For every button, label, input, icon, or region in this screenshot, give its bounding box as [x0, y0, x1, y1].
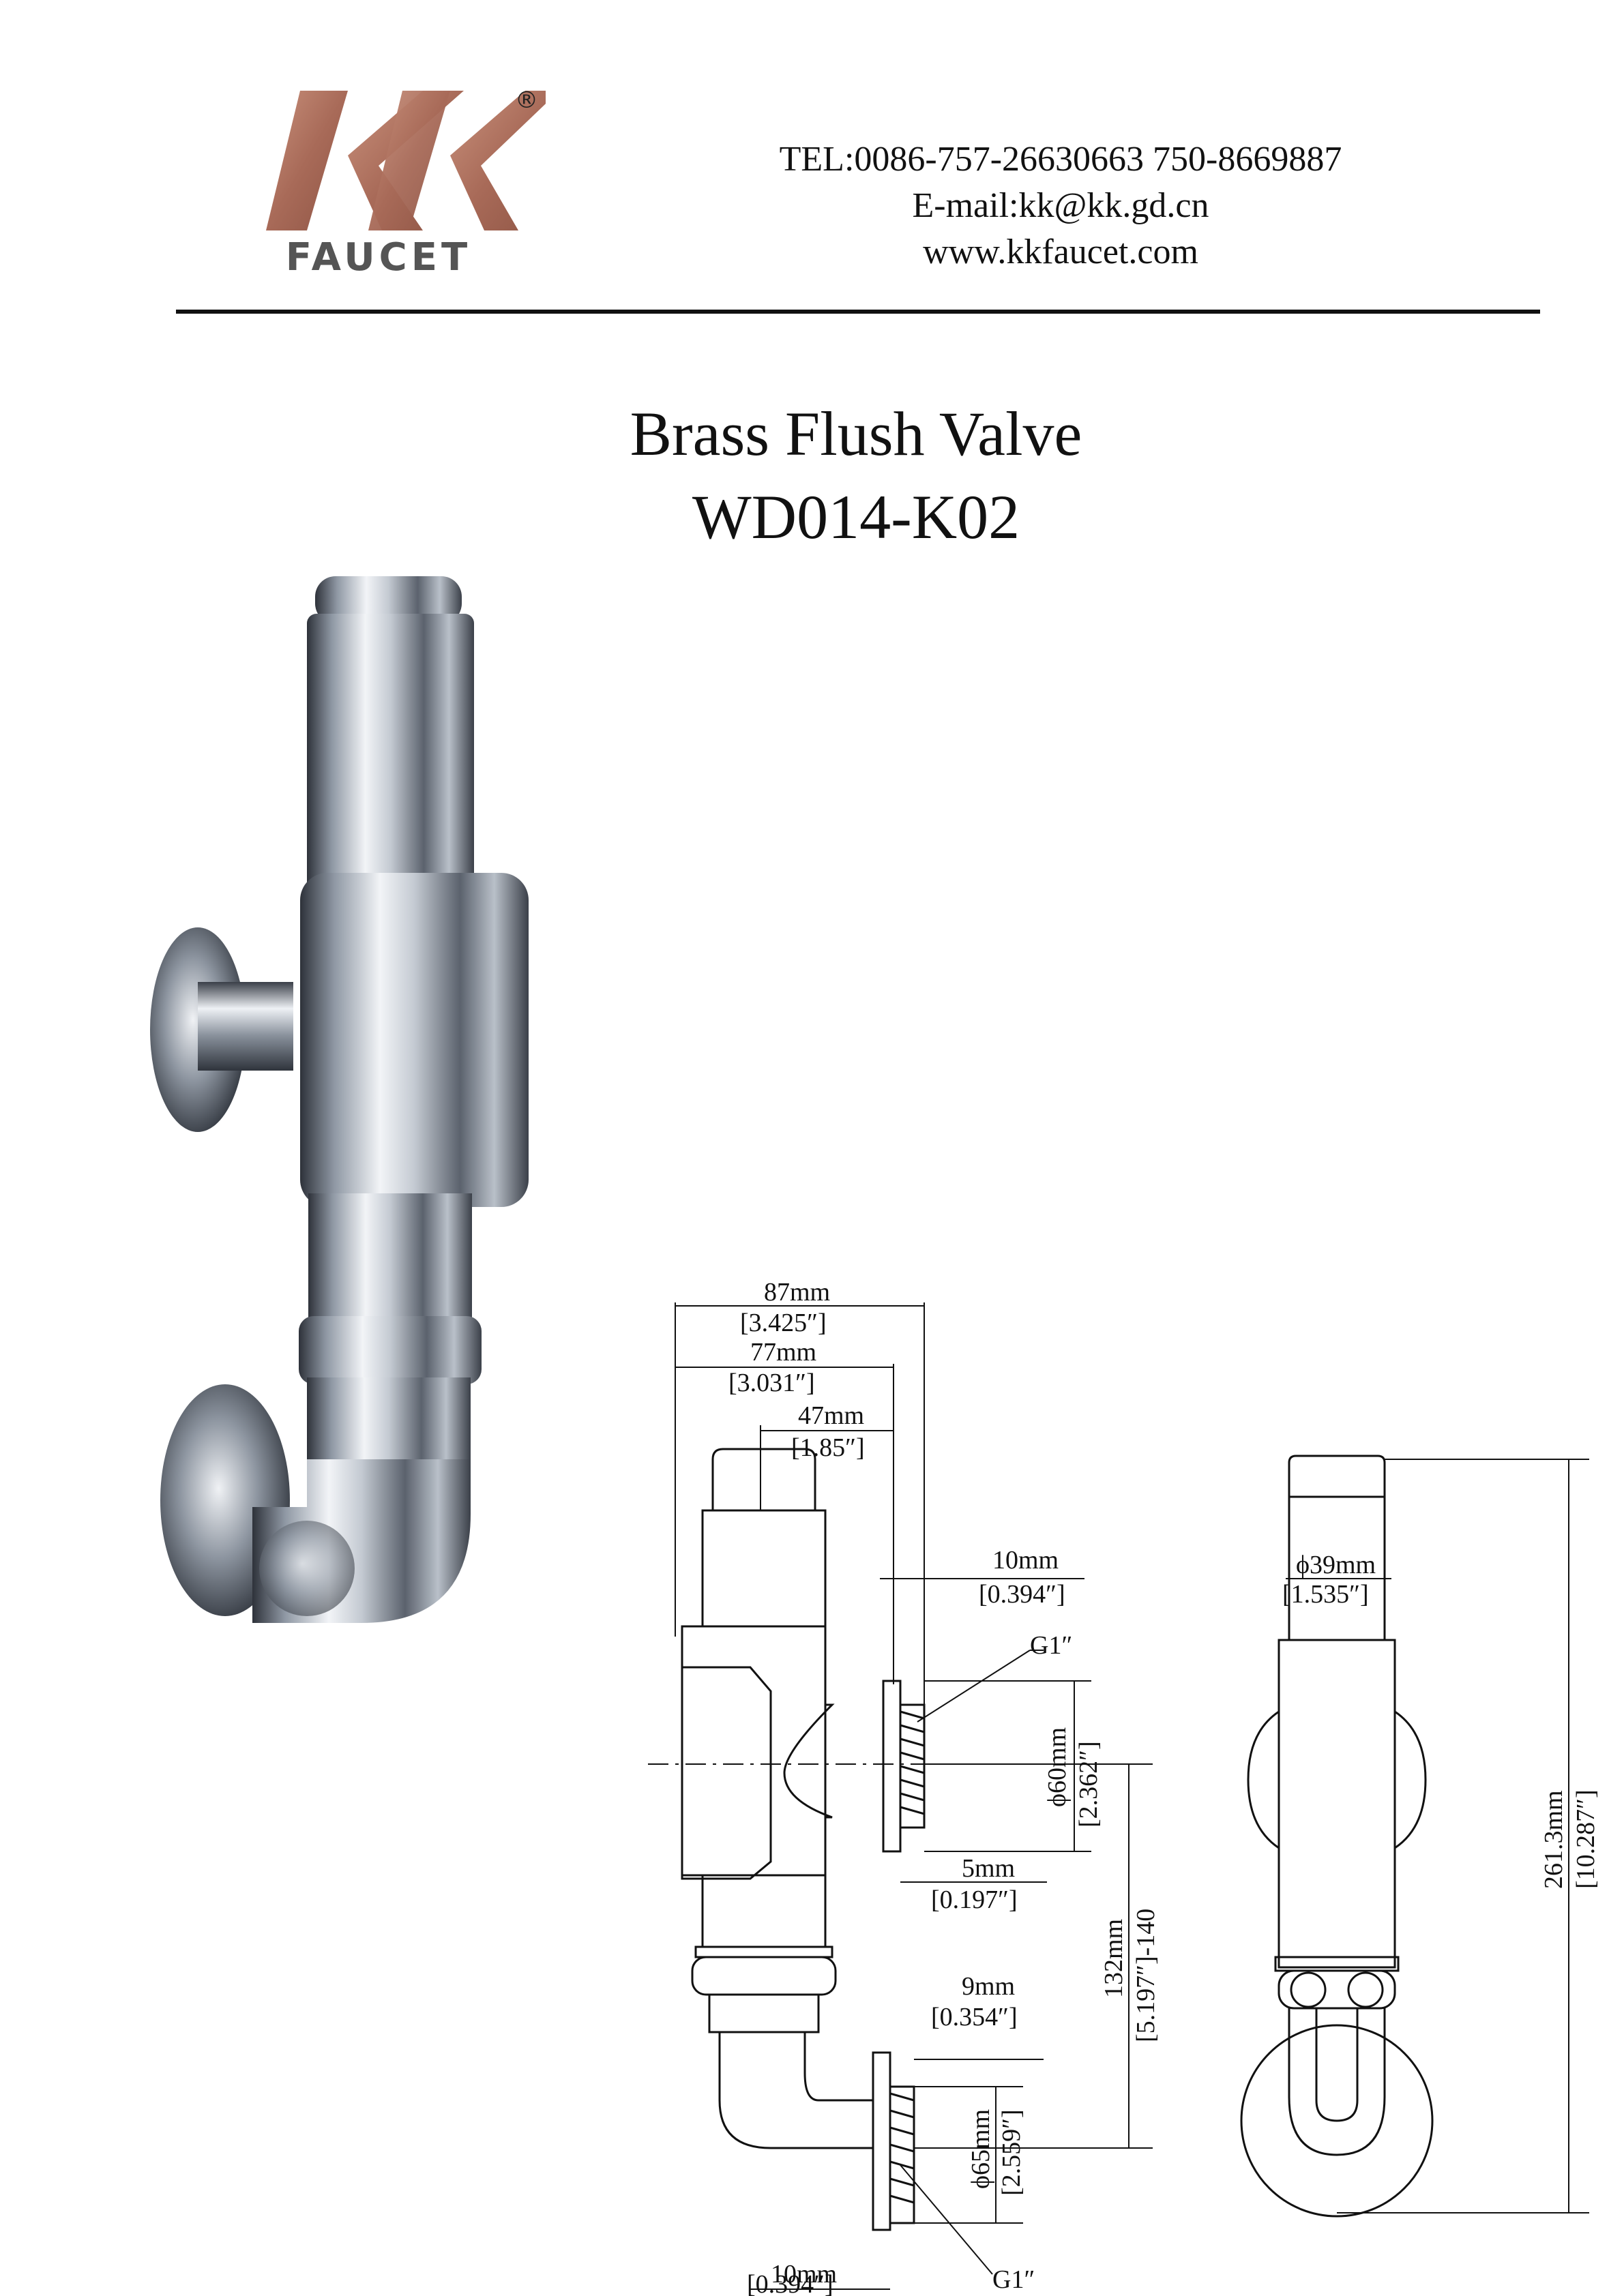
- dim-47mm: 47mm: [798, 1401, 864, 1430]
- dim-g1-top: G1″: [1030, 1631, 1072, 1660]
- contact-website: www.kkfaucet.com: [923, 233, 1198, 271]
- dim-261in: [10.287″]: [1571, 1789, 1600, 1889]
- logo-kk-mark: [266, 91, 546, 230]
- dim-5in: [0.197″]: [931, 1885, 1018, 1914]
- product-title-block: Brass Flush Valve WD014-K02: [477, 392, 1235, 558]
- registered-mark: ®: [515, 87, 538, 114]
- front-dimension-lines: [1286, 1459, 1589, 2213]
- dim-77in: [3.031″]: [728, 1369, 815, 1397]
- side-dimension-lines: [675, 1302, 1153, 2290]
- product-model: WD014-K02: [692, 482, 1020, 552]
- dim-9mm: 9mm: [962, 1972, 1015, 2001]
- dim-5mm: 5mm: [962, 1854, 1015, 1883]
- front-view: [1240, 1455, 1434, 2218]
- header-divider: [176, 310, 1540, 314]
- logo-brand-text: FAUCET: [286, 235, 471, 278]
- dim-261mm: 261.3mm: [1539, 1790, 1568, 1889]
- dim-9in: [0.354″]: [931, 2003, 1018, 2031]
- dim-132in: [5.197″]-140: [1132, 1909, 1160, 2042]
- contact-email: E-mail:kk@kk.gd.cn: [912, 186, 1209, 225]
- dim-10a-mm: 10mm: [992, 1546, 1059, 1575]
- dim-g1-bottom: G1″: [992, 2265, 1035, 2294]
- dim-phi39-in: [1.535″]: [1282, 1580, 1369, 1609]
- dim-10a-in: [0.394″]: [979, 1580, 1065, 1609]
- side-view: [648, 1448, 955, 2231]
- kk-faucet-logo: ® FAUCET: [266, 87, 546, 278]
- dim-phi39-mm: ϕ39mm: [1296, 1551, 1376, 1579]
- dim-phi65-mm: ϕ65mm: [966, 2109, 995, 2189]
- contact-block: TEL:0086-757-26630663 750-8669887 E-mail…: [703, 136, 1419, 275]
- dim-phi60-in: [2.362″]: [1074, 1741, 1103, 1828]
- dim-87mm: 87mm: [764, 1278, 830, 1307]
- dim-10b-mm: 10mm: [771, 2260, 837, 2288]
- dim-phi60-mm: ϕ60mm: [1043, 1727, 1072, 1807]
- product-name: Brass Flush Valve: [630, 399, 1082, 468]
- dim-132mm: 132mm: [1099, 1919, 1128, 1998]
- dim-77mm: 77mm: [750, 1338, 816, 1367]
- dim-87in: [3.425″]: [740, 1309, 827, 1337]
- product-photo: [150, 576, 529, 1623]
- dim-47in: [1.85″]: [791, 1433, 865, 1462]
- dim-10b-in: [0.394″]: [747, 2270, 833, 2296]
- dim-phi65-in: [2.559″]: [997, 2109, 1026, 2196]
- contact-tel: TEL:0086-757-26630663 750-8669887: [779, 140, 1342, 179]
